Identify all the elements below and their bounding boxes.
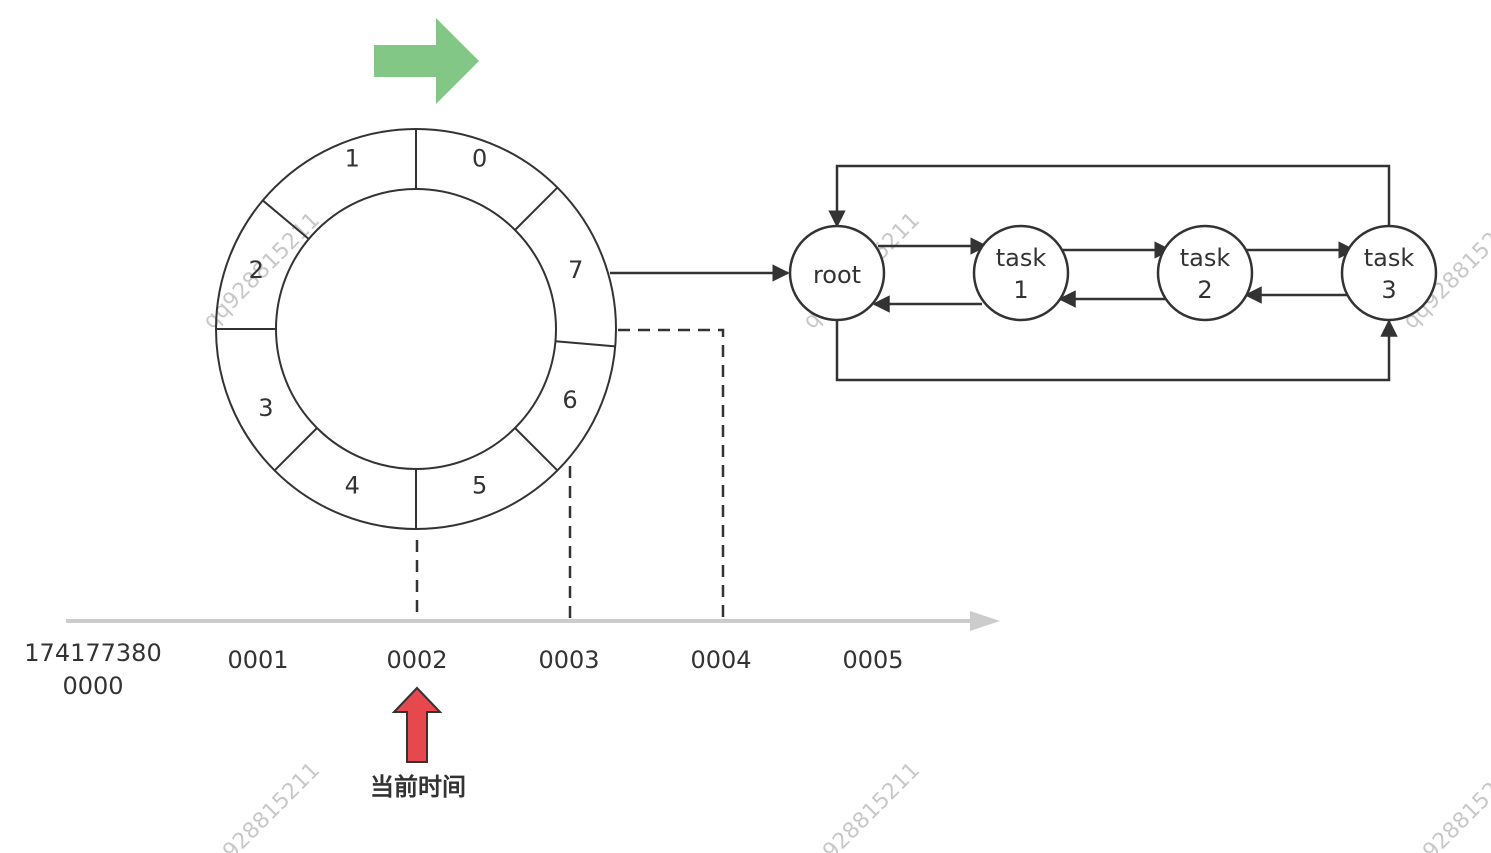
wheel-slot-label-1: 1 [345, 144, 360, 172]
task-node-label: root [813, 261, 861, 289]
wheel-slot-label-2: 2 [249, 256, 264, 284]
task-node-label: task [996, 244, 1047, 272]
timeline-tick-label: 0001 [227, 646, 288, 674]
wheel-slot-label-0: 0 [472, 144, 487, 172]
task-node-label: 2 [1197, 276, 1212, 304]
slot-divider [555, 340, 616, 348]
watermark-text: qq928815211 [799, 758, 926, 853]
timeline-tick-label: 174177380 [24, 639, 161, 667]
timing-wheel: 0 1 2 3 4 5 6 7 [215, 128, 617, 530]
slot-divider [514, 427, 559, 472]
current-time-label: 当前时间 [370, 773, 466, 801]
task-node-circle [972, 224, 1070, 322]
timeline-tick-label: 0004 [690, 646, 751, 674]
timeline-arrowhead-icon [970, 611, 1000, 631]
timeline-tick-label: 0000 [62, 672, 123, 700]
current-time-arrow-icon [391, 686, 443, 763]
slot-divider [273, 427, 318, 472]
watermark-text: qq928815211 [1399, 758, 1491, 853]
task-node-label: task [1364, 244, 1415, 272]
link-task3-to-root [828, 164, 1391, 228]
task-node-label: task [1180, 244, 1231, 272]
wheel-slot-label-6: 6 [562, 386, 577, 414]
wheel-slot-label-7: 7 [568, 256, 583, 284]
rotation-direction-arrow-icon [374, 18, 479, 104]
slot-divider [514, 186, 559, 231]
wheel-slot-label-5: 5 [472, 472, 487, 500]
task-node-circle [1156, 224, 1254, 322]
timeline-tick-label: 0005 [842, 646, 903, 674]
task-node-label: 1 [1013, 276, 1028, 304]
timeline-tick-label: 0003 [538, 646, 599, 674]
link-root-to-task3 [835, 319, 1398, 382]
task-node-root: root [788, 224, 886, 322]
wheel-slot-label-4: 4 [345, 472, 360, 500]
current-time-marker: 当前时间 [370, 686, 466, 801]
task-node-task1: task 1 [972, 224, 1070, 322]
task-linked-list: root task 1 task 2 task 3 [788, 164, 1438, 382]
task-node-circle [788, 224, 886, 322]
task-node-task3: task 3 [1340, 224, 1438, 322]
timeline-tick-label: 0002 [386, 646, 447, 674]
wheel-slot-label-3: 3 [258, 394, 273, 422]
slot-divider [262, 199, 310, 240]
watermark-text: qq928815211 [199, 758, 326, 853]
task-node-circle [1340, 224, 1438, 322]
task-node-task2: task 2 [1156, 224, 1254, 322]
timeline: 174177380 0000 0001 0002 0003 0004 0005 [24, 611, 1000, 700]
task-node-label: 3 [1381, 276, 1396, 304]
slot-projection-0004 [618, 328, 725, 618]
